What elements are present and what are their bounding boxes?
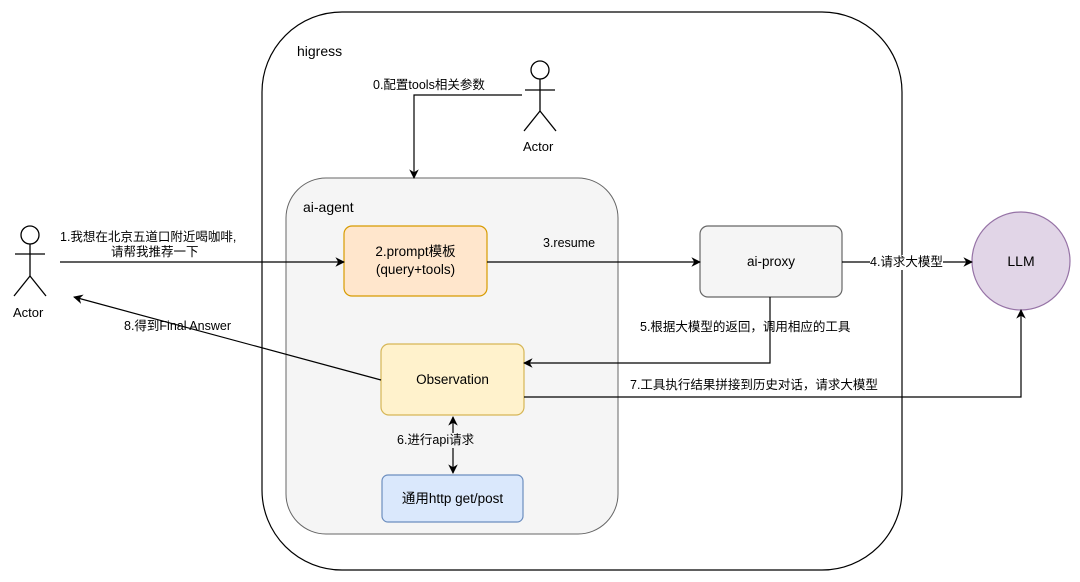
prompt-template-label: 2.prompt模板 (query+tools) <box>344 226 487 296</box>
edge-request-llm-label: 4.请求大模型 <box>870 255 943 270</box>
edge-config <box>409 94 522 179</box>
edge-append-history <box>524 309 1026 398</box>
llm-label: LLM <box>1007 253 1035 269</box>
edge-invoke-tool-label: 5.根据大模型的返回，调用相应的工具 <box>640 320 851 334</box>
higress-title: higress <box>297 43 343 59</box>
edge-user-query-label-2: 请帮我推荐一下 <box>111 245 199 259</box>
prompt-template-subtitle: (query+tools) <box>375 262 456 277</box>
actor-left-label: Actor <box>13 305 44 320</box>
ai-proxy-label: ai-proxy <box>746 253 795 269</box>
edge-final-answer <box>73 294 382 381</box>
edge-append-history-label: 7.工具执行结果拼接到历史对话，请求大模型 <box>630 378 878 392</box>
ai-agent-title: ai-agent <box>303 199 354 215</box>
edge-config-label: 0.配置tools相关参数 <box>373 78 485 92</box>
observation-label: Observation <box>416 371 489 387</box>
http-label: 通用http get/post <box>401 490 504 506</box>
prompt-template-title: 2.prompt模板 <box>375 244 456 259</box>
edge-resume-label: 3.resume <box>543 236 596 250</box>
actor-top-icon <box>523 60 557 132</box>
edge-api-request-label: 6.进行api请求 <box>397 433 475 448</box>
actor-left-icon <box>13 225 47 297</box>
edge-user-query-label-1: 1.我想在北京五道口附近喝咖啡, <box>60 230 237 244</box>
edge-invoke-tool <box>523 297 771 368</box>
actor-top-label: Actor <box>523 139 554 154</box>
http-box <box>381 474 524 523</box>
edge-final-answer-label: 8.得到Final Answer <box>124 319 231 333</box>
